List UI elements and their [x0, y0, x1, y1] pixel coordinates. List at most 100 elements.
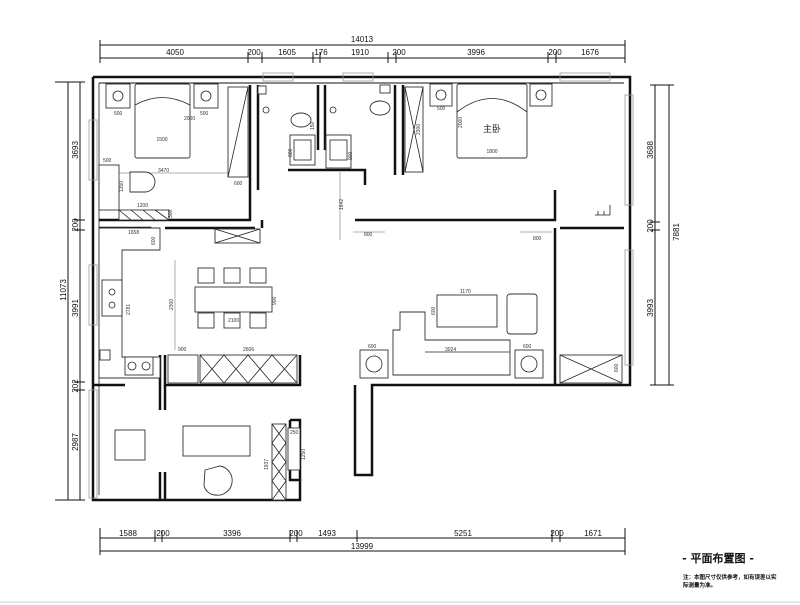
- drawing-title: - 平面布置图 -: [682, 551, 754, 565]
- chair: [129, 171, 156, 193]
- top-dim: 1910: [351, 48, 369, 57]
- nightstand-left: [429, 83, 453, 107]
- bathrooms: 800 150 900 1642: [257, 84, 391, 240]
- left-dim: 3991: [71, 299, 80, 317]
- double-bed: [134, 83, 191, 159]
- left-dimension-chain: 11073 3693 200 3991 202 2987: [55, 81, 85, 501]
- bottom-dimension-chain: 1588 200 3396 200 1493 5251 200 1671 139…: [99, 528, 626, 555]
- top-dim: 200: [548, 48, 562, 57]
- master-bedroom: 2300 主卧 1800 2000 500 800 800: [353, 83, 611, 242]
- side-table: [514, 349, 544, 379]
- kitchen-dining: 1658 600 2781 2300 2100 900 900 2606: [98, 227, 298, 384]
- dim-label: 150: [310, 121, 316, 130]
- left-dim: 200: [71, 218, 80, 232]
- bottom-dim: 5251: [454, 529, 472, 538]
- dim-label: 900: [348, 151, 354, 160]
- shower-head-icon: [262, 106, 270, 114]
- dim-label: 1937: [264, 459, 270, 470]
- dim-label: 1200: [137, 203, 148, 209]
- left-total-dim: 11073: [59, 279, 68, 301]
- dim-label: 300: [168, 209, 174, 218]
- dim-label: 500: [437, 106, 446, 112]
- bottom-dim: 200: [550, 529, 564, 538]
- bottom-dim: 1493: [318, 529, 336, 538]
- sectional-sofa: [392, 311, 511, 376]
- right-dimension-chain: 3688 200 3993 7881: [646, 84, 681, 386]
- dim-label: 500: [103, 158, 112, 164]
- toilet: [369, 100, 391, 116]
- dim-label: 1658: [128, 230, 139, 236]
- right-dim: 200: [646, 219, 655, 233]
- bottom-dim: 3396: [223, 529, 241, 538]
- dim-label: 2606: [243, 347, 254, 353]
- dim-label: 1170: [460, 289, 471, 295]
- lamp-icon: [535, 89, 547, 101]
- room-label-master-bedroom: 主卧: [483, 123, 501, 135]
- dim-label: 500: [114, 111, 123, 117]
- left-dim: 202: [71, 379, 80, 393]
- dining-table: [194, 286, 273, 313]
- nightstand-left: [105, 83, 131, 109]
- dim-label: 600: [523, 344, 532, 350]
- bottom-dim: 200: [156, 529, 170, 538]
- dim-label: 800: [288, 148, 294, 157]
- top-dimension-chain: 14013 4050 200 1605 176 1910 200 3996 20…: [99, 35, 626, 63]
- top-dim: 1676: [581, 48, 599, 57]
- dim-label: 600: [368, 344, 377, 350]
- dim-label: 1350: [119, 181, 125, 192]
- right-total-dim: 7881: [672, 223, 681, 241]
- bottom-dim: 1588: [119, 529, 137, 538]
- stove: [124, 356, 154, 376]
- top-dim: 200: [247, 48, 261, 57]
- dim-label: 250: [290, 430, 299, 436]
- top-total-dim: 14013: [351, 35, 374, 44]
- armchair: [506, 293, 538, 335]
- right-dim: 3993: [646, 299, 655, 317]
- cabinet: [287, 427, 301, 471]
- dim-label: 1250: [301, 449, 307, 460]
- dim-label: 1500: [156, 137, 167, 143]
- dim-label: 2300: [169, 299, 175, 310]
- fridge: [99, 349, 111, 361]
- lamp-icon: [200, 90, 212, 102]
- dim-label: 900: [272, 296, 278, 305]
- dim-label: 2000: [184, 116, 195, 122]
- lamp-icon: [435, 89, 447, 101]
- sink: [101, 279, 123, 317]
- bedroom-1: 1500 2000 500 500 3470 600 500 1200 1350…: [98, 83, 249, 221]
- top-dim: 4050: [166, 48, 184, 57]
- floor-drain: [379, 84, 391, 94]
- cabinet: [167, 354, 199, 384]
- desk: [98, 164, 120, 211]
- dim-label: 600: [614, 363, 620, 372]
- bottom-dim: 1671: [584, 529, 602, 538]
- dim-label: 500: [200, 111, 209, 117]
- left-dim: 3693: [71, 141, 80, 159]
- right-dim: 3688: [646, 141, 655, 159]
- lamp-icon: [112, 90, 124, 102]
- lamp-icon: [365, 355, 383, 373]
- exterior-walls: [88, 72, 634, 502]
- dim-label: 900: [178, 347, 187, 353]
- desk-cabinet: [118, 209, 170, 221]
- living-room: 1170 600 3024 600 600 600: [359, 289, 623, 384]
- bottom-total-dim: 13999: [351, 542, 374, 551]
- nightstand-right: [193, 83, 219, 109]
- dim-label: 2100: [228, 318, 239, 324]
- left-dim: 2987: [71, 433, 80, 451]
- dim-label: 1642: [339, 199, 345, 210]
- dim-label: 600: [431, 306, 437, 315]
- bookshelf: [271, 423, 287, 501]
- dim-label: 3024: [445, 347, 456, 353]
- dining-table-set: 2100 900: [194, 267, 278, 329]
- dim-label: 2000: [458, 117, 464, 128]
- side-table: [359, 349, 389, 379]
- dim-label: 3470: [158, 168, 169, 174]
- sideboard: [199, 354, 298, 384]
- kitchen-counter: [98, 227, 161, 379]
- top-dim: 3996: [467, 48, 485, 57]
- nightstand-right: [529, 83, 553, 107]
- study-desk: [182, 425, 251, 457]
- drawing-note: 际测量为准。: [683, 581, 716, 589]
